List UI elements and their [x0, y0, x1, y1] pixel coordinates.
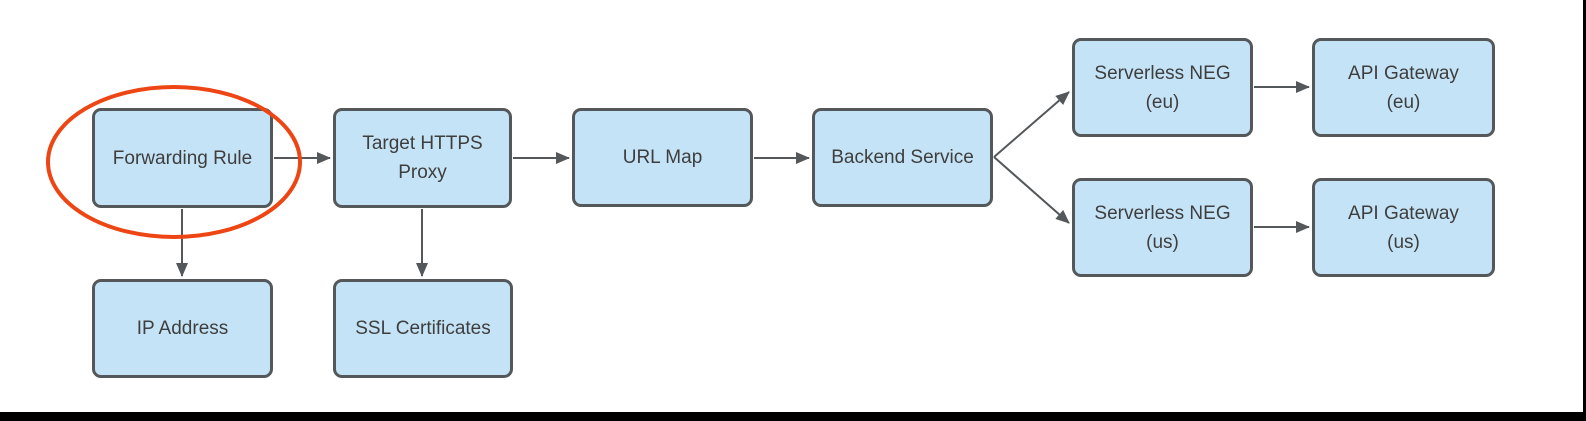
node-serverless-neg-eu: Serverless NEG (eu)	[1072, 38, 1253, 137]
node-label-line: (eu)	[1145, 91, 1180, 113]
bottom-border-bar	[0, 412, 1586, 421]
node-label-line: Forwarding Rule	[112, 147, 253, 169]
node-label-line: Backend Service	[831, 147, 974, 168]
right-border-line	[1583, 0, 1586, 421]
node-label-line: (us)	[1387, 231, 1420, 253]
node-url-map: URL Map	[572, 108, 753, 207]
node-serverless-neg-us: Serverless NEG (us)	[1072, 178, 1253, 277]
node-ssl-certificates: SSL Certificates	[333, 279, 513, 378]
node-label-line: IP Address	[136, 318, 229, 339]
node-label-line: Serverless NEG	[1094, 62, 1231, 84]
node-target-https-proxy: Target HTTPS Proxy	[333, 108, 512, 208]
node-api-gateway-eu: API Gateway (eu)	[1312, 38, 1495, 137]
node-label-line: SSL Certificates	[355, 318, 491, 339]
node-api-gateway-us: API Gateway (us)	[1312, 178, 1495, 277]
node-label-line: Proxy	[398, 162, 447, 183]
node-label-line: (eu)	[1386, 91, 1421, 113]
edge-arrow-backend-service-to-serverless-neg-us	[993, 156, 1070, 224]
node-label-line: Serverless NEG	[1094, 202, 1231, 224]
node-ip-address: IP Address	[92, 279, 273, 378]
node-forwarding-rule: Forwarding Rule	[92, 108, 273, 208]
node-label-line: API Gateway	[1348, 62, 1459, 84]
node-label-line: API Gateway	[1348, 202, 1459, 224]
node-label-line: (us)	[1146, 231, 1179, 253]
node-label-line: Target HTTPS	[362, 133, 483, 154]
node-backend-service: Backend Service	[812, 108, 993, 207]
edge-arrow-backend-service-to-serverless-neg-eu	[993, 91, 1070, 158]
node-label-line: URL Map	[622, 147, 703, 168]
